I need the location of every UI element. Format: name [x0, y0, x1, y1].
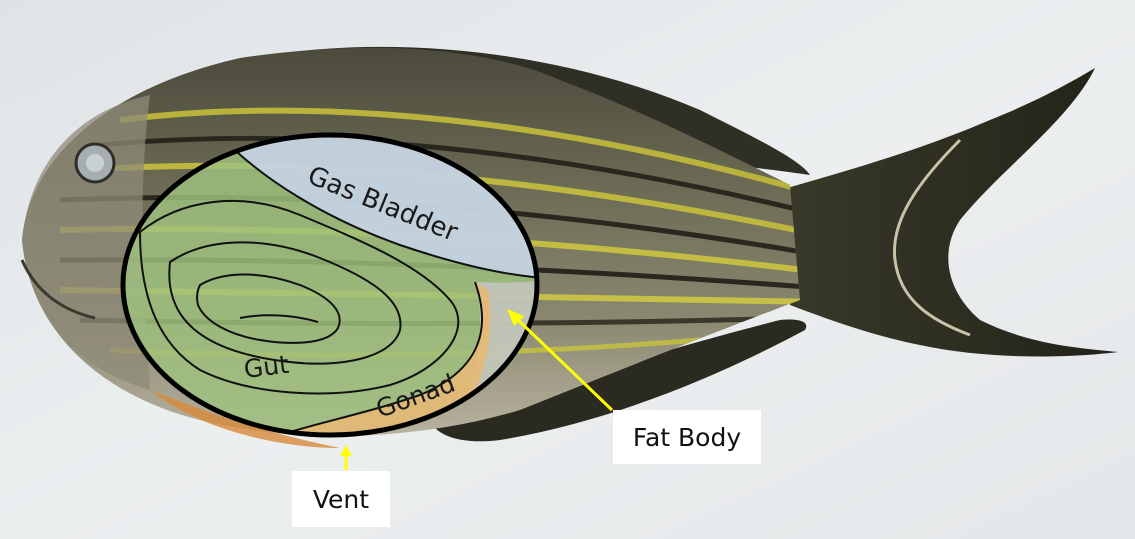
fat-body-callout: Fat Body: [613, 410, 761, 464]
vent-label: Vent: [313, 485, 369, 514]
fat-body-label: Fat Body: [633, 423, 741, 452]
vent-callout: Vent: [292, 471, 390, 527]
gut-label: Gut: [242, 350, 290, 384]
